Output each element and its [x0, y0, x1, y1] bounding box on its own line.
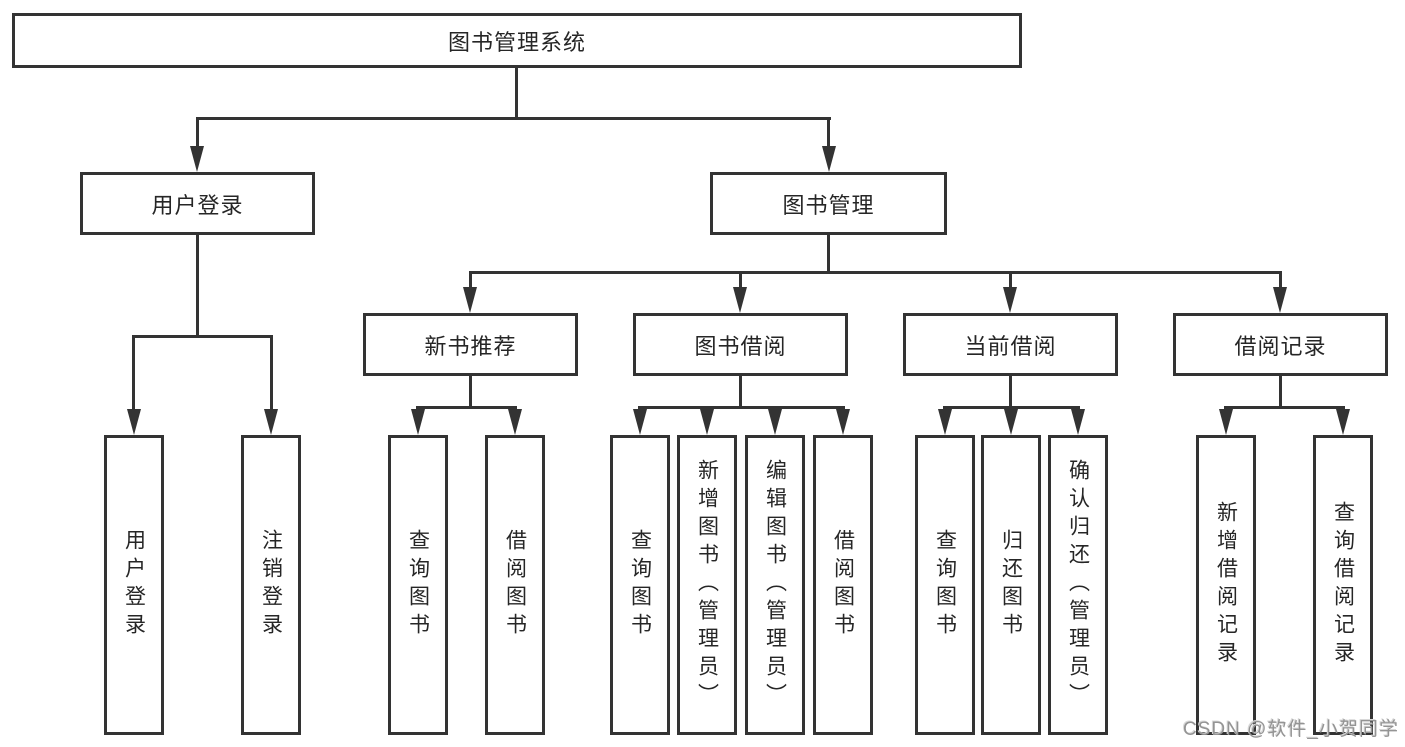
connector-line	[827, 117, 830, 148]
leaf-query-books: 查询图书	[610, 435, 670, 735]
leaf-query-books-current: 查询图书	[915, 435, 975, 735]
arrowhead-down-icon	[768, 409, 782, 435]
arrowhead-down-icon	[1071, 409, 1085, 435]
arrowhead-down-icon	[508, 409, 522, 435]
arrowhead-down-icon	[127, 409, 141, 435]
arrowhead-down-icon	[1004, 409, 1018, 435]
connector-line	[196, 117, 199, 148]
node-book-management: 图书管理	[710, 172, 947, 235]
connector-line	[638, 406, 845, 409]
node-user-login: 用户登录	[80, 172, 315, 235]
arrowhead-down-icon	[733, 287, 747, 313]
arrowhead-down-icon	[264, 409, 278, 435]
arrowhead-down-icon	[1003, 287, 1017, 313]
arrowhead-down-icon	[633, 409, 647, 435]
node-library-system: 图书管理系统	[12, 13, 1022, 68]
arrowhead-down-icon	[938, 409, 952, 435]
node-book-borrow: 图书借阅	[633, 313, 848, 376]
connector-line	[132, 335, 273, 338]
node-current-borrow: 当前借阅	[903, 313, 1118, 376]
connector-line	[1009, 374, 1012, 408]
connector-line	[469, 271, 1282, 274]
arrowhead-down-icon	[1273, 287, 1287, 313]
connector-line	[515, 67, 518, 119]
leaf-query-borrow-record: 查询借阅记录	[1313, 435, 1373, 735]
connector-line	[416, 406, 517, 409]
node-new-book-recommend: 新书推荐	[363, 313, 578, 376]
connector-line	[943, 406, 1080, 409]
arrowhead-down-icon	[836, 409, 850, 435]
arrowhead-down-icon	[463, 287, 477, 313]
leaf-logout: 注销登录	[241, 435, 301, 735]
arrowhead-down-icon	[1219, 409, 1233, 435]
leaf-user-login: 用户登录	[104, 435, 164, 735]
connector-line	[196, 234, 199, 338]
connector-line	[1279, 374, 1282, 408]
arrowhead-down-icon	[411, 409, 425, 435]
leaf-add-books-admin: 新增图书（管理员）	[677, 435, 737, 735]
connector-line	[132, 335, 135, 411]
arrowhead-down-icon	[190, 146, 204, 172]
node-borrow-records: 借阅记录	[1173, 313, 1388, 376]
leaf-query-books-recommend: 查询图书	[388, 435, 448, 735]
connector-line	[1009, 271, 1012, 289]
leaf-return-books: 归还图书	[981, 435, 1041, 735]
leaf-add-borrow-record: 新增借阅记录	[1196, 435, 1256, 735]
connector-line	[1279, 271, 1282, 289]
csdn-watermark: CSDN @软件_小贺同学	[1183, 719, 1399, 740]
connector-line	[739, 271, 742, 289]
leaf-confirm-return-admin: 确认归还（管理员）	[1048, 435, 1108, 735]
connector-line	[196, 117, 831, 120]
connector-line	[739, 374, 742, 408]
leaf-borrow-books-recommend: 借阅图书	[485, 435, 545, 735]
connector-line	[827, 234, 830, 274]
leaf-borrow-books: 借阅图书	[813, 435, 873, 735]
connector-line	[469, 271, 472, 289]
connector-line	[270, 335, 273, 411]
connector-line	[469, 374, 472, 408]
leaf-edit-books-admin: 编辑图书（管理员）	[745, 435, 805, 735]
connector-line	[1224, 406, 1345, 409]
arrowhead-down-icon	[700, 409, 714, 435]
arrowhead-down-icon	[822, 146, 836, 172]
arrowhead-down-icon	[1336, 409, 1350, 435]
